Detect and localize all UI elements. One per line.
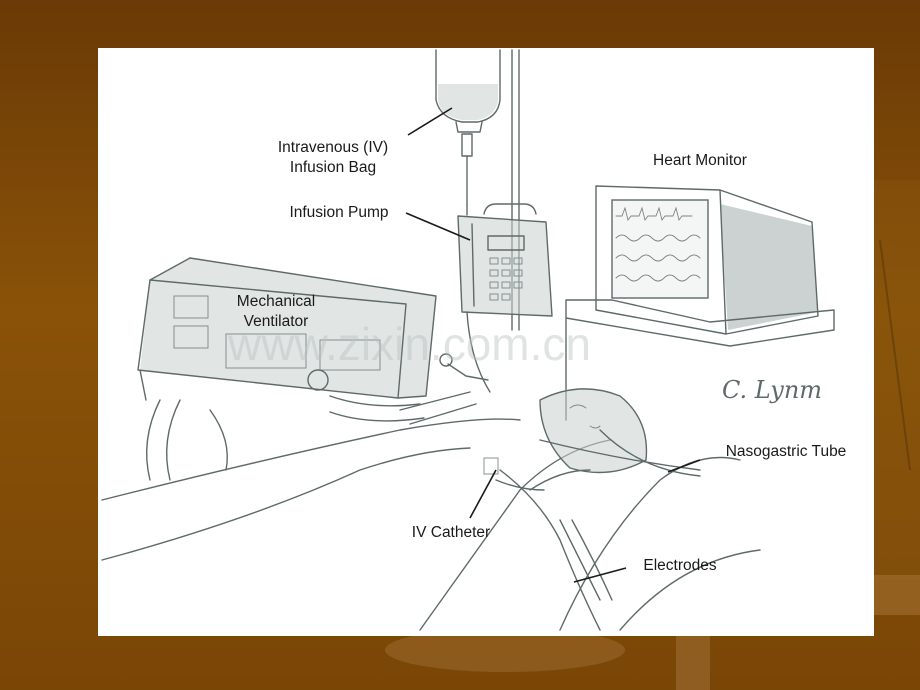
illustration: www.zixin.com.cn C. Lynm <box>101 49 835 631</box>
label-iv-bag-line2: Infusion Bag <box>290 159 376 176</box>
label-infusion-pump: Infusion Pump <box>289 204 388 221</box>
tubes-and-leads <box>466 204 701 601</box>
watermark: www.zixin.com.cn <box>227 318 591 370</box>
patient-bed <box>101 388 761 631</box>
label-iv-bag-line1: Intravenous (IV) <box>278 139 388 156</box>
heart-monitor <box>565 185 835 421</box>
label-ventilator-line2: Ventilator <box>244 313 309 330</box>
artist-signature: C. Lynm <box>722 376 822 404</box>
leader-iv-bag <box>407 107 453 136</box>
label-nasogastric-tube: Nasogastric Tube <box>726 443 847 460</box>
ventilator-hoses <box>146 353 489 481</box>
mechanical-ventilator <box>137 257 437 401</box>
leader-nasogastric-tube <box>667 459 701 473</box>
label-heart-monitor: Heart Monitor <box>653 152 747 169</box>
background-decoration <box>385 180 920 690</box>
iv-bag <box>435 49 501 206</box>
infusion-pump <box>457 203 553 317</box>
label-leaders <box>405 107 701 583</box>
label-electrodes: Electrodes <box>643 557 716 574</box>
leader-infusion-pump <box>405 212 471 241</box>
leader-iv-catheter <box>469 469 497 519</box>
label-iv-catheter: IV Catheter <box>412 524 490 541</box>
leader-electrodes <box>573 567 627 583</box>
diagram-labels: Intravenous (IV) Infusion Bag Infusion P… <box>237 139 847 574</box>
label-ventilator-line1: Mechanical <box>237 293 315 310</box>
